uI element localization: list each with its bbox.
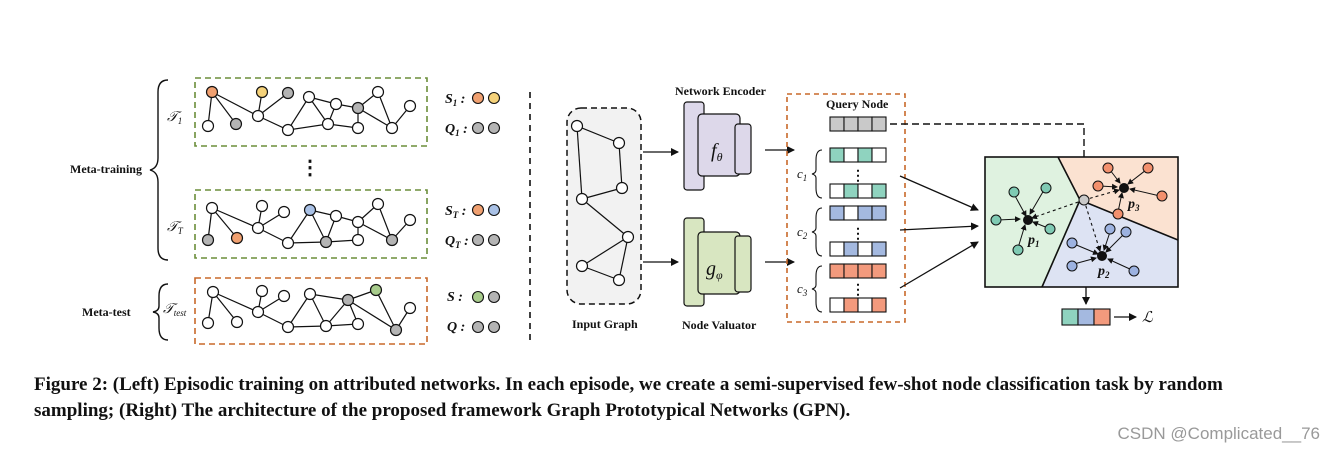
episode-test-box: [194, 277, 428, 345]
task-label-1: 𝒯1: [167, 110, 182, 126]
class-c2-ellipsis: ⋮: [851, 227, 865, 242]
valuator-symbol: gφ: [706, 258, 723, 282]
node-valuator-label: Node Valuator: [682, 318, 757, 332]
class-c3-ellipsis: ⋮: [851, 283, 865, 298]
watermark: CSDN @Complicated__76: [1117, 424, 1320, 443]
class-c2-embeddings: [829, 205, 887, 257]
query-distances: [1031, 188, 1120, 252]
cluster-p1: [990, 182, 1056, 256]
query-set-test-label: Q :: [447, 320, 465, 335]
query-path: [890, 123, 1088, 193]
input-graph-nodes: [570, 119, 635, 287]
input-graph-box: [566, 107, 642, 305]
meta-test-brace: [152, 283, 169, 341]
right-panel: Input Graph Network Encoder fθ gφ Node V…: [566, 84, 1179, 332]
network-encoder-block: [683, 101, 752, 191]
class-c3-brace: [811, 265, 823, 313]
class-c1-brace: [811, 149, 823, 199]
input-graph-label: Input Graph: [572, 317, 638, 331]
support-set-T-label: ST :: [445, 204, 466, 220]
prototype-p1: p1: [1027, 233, 1040, 249]
class-c1-embeddings: [829, 147, 887, 199]
episode-1-nodes: [201, 85, 417, 137]
embeddings-box: [786, 93, 906, 323]
cluster-p2: [1066, 223, 1140, 277]
encoder-symbol: fθ: [711, 140, 723, 164]
arrow-c2-space: [899, 222, 979, 231]
input-graph-edges: [576, 125, 629, 281]
output-distribution: [1061, 308, 1111, 326]
meta-training-label: Meta-training: [70, 162, 142, 176]
left-panel: Meta-training Meta-test 𝒯1 𝒯T 𝒯test: [70, 77, 501, 345]
support-query-sets: S1 : Q1 : ST : QT : S : Q :: [445, 91, 501, 335]
task-label-test: 𝒯test: [163, 302, 187, 318]
prototype-p2: p2: [1097, 264, 1110, 280]
query-node-vector: [829, 116, 887, 132]
meta-test-label: Meta-test: [82, 305, 131, 319]
episode-T-box: [194, 189, 428, 259]
query-point: [1078, 194, 1090, 206]
episode-test-nodes: [201, 283, 417, 337]
support-set-1-label: S1 :: [445, 92, 465, 108]
class-c2-brace: [811, 207, 823, 257]
episode-T-nodes: [201, 197, 417, 250]
arrow-c3-space: [899, 241, 979, 289]
query-node-label: Query Node: [826, 97, 889, 111]
gpn-figure: Meta-training Meta-test 𝒯1 𝒯T 𝒯test: [70, 77, 1179, 345]
support-set-test-label: S :: [447, 290, 463, 305]
network-encoder-label: Network Encoder: [675, 84, 767, 98]
arrow-c1-space: [899, 175, 979, 211]
query-set-1-label: Q1 :: [445, 122, 468, 138]
task-label-T: 𝒯T: [167, 220, 184, 236]
prototype-p3: p3: [1127, 197, 1140, 213]
episode-1-box: [194, 77, 428, 147]
figure-caption: Figure 2: (Left) Episodic training on at…: [34, 374, 1223, 421]
class-c2-label: c2: [797, 224, 808, 241]
episode-ellipsis: ⋮: [300, 157, 320, 179]
class-c3-label: c3: [797, 281, 808, 298]
prototype-space: [984, 156, 1179, 288]
query-set-T-label: QT :: [445, 234, 469, 250]
class-c1-label: c1: [797, 166, 807, 183]
loss-symbol: ℒ: [1142, 310, 1154, 326]
class-c1-ellipsis: ⋮: [851, 169, 865, 184]
node-valuator-block: [683, 217, 752, 307]
class-c3-embeddings: [829, 263, 887, 313]
cluster-p3: [1092, 162, 1168, 220]
meta-training-brace: [149, 79, 169, 261]
